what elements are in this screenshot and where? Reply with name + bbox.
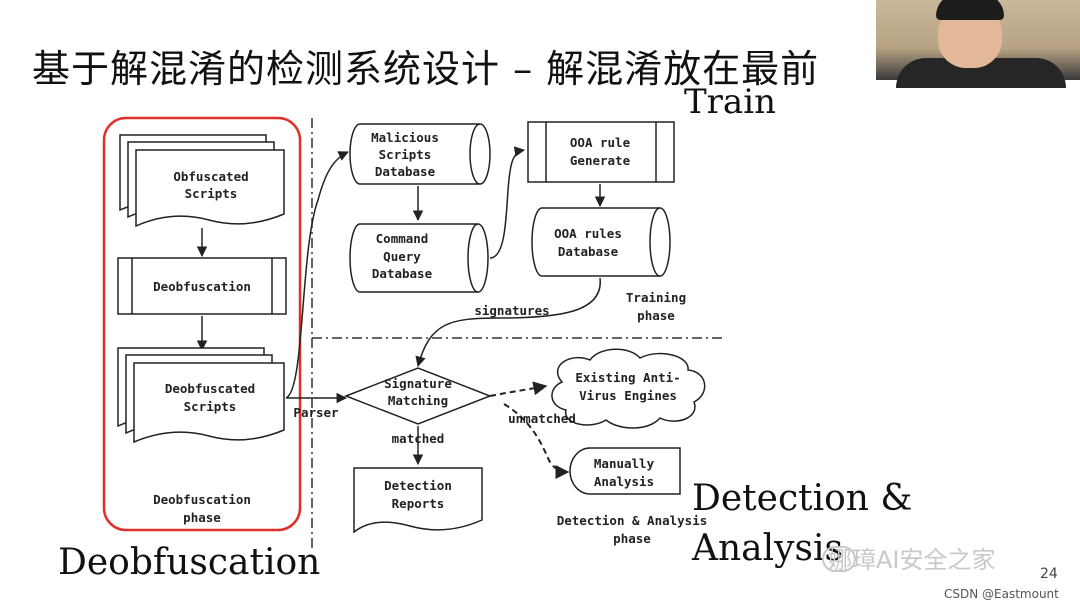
existing-antivirus-node: Existing Anti- Virus Engines [551, 348, 706, 429]
obfuscated-scripts-node: Obfuscated Scripts [119, 134, 285, 228]
watermark-text: 娜璋AI安全之家 [828, 546, 996, 574]
manually-analysis-node: Manually Analysis [569, 447, 681, 495]
detection-reports-line1: Detection [384, 478, 452, 493]
command-query-line3: Database [372, 266, 433, 281]
malicious-db-line2: Scripts [379, 147, 432, 162]
detection-reports-line2: Reports [392, 496, 445, 511]
deobfuscated-scripts-node: Deobfuscated Scripts [117, 347, 285, 444]
ooa-rules-db-line1: OOA rules [554, 226, 622, 241]
deobfuscation-process-node: Deobfuscation [117, 257, 287, 315]
edge-to-antivirus [489, 381, 548, 397]
deobfuscation-label-large: Deobfuscation [58, 542, 321, 583]
command-query-line2: Query [383, 249, 421, 264]
existing-av-line1: Existing Anti- [575, 370, 680, 385]
malicious-db-line3: Database [375, 164, 436, 179]
detection-phase-line1: Detection & Analysis [557, 513, 708, 528]
obfuscated-scripts-line1: Obfuscated [173, 169, 248, 184]
edge-to-malicious-db [285, 151, 349, 399]
edge-label-parser: Parser [293, 405, 339, 420]
ooa-generate-line1: OOA rule [570, 135, 631, 150]
source-credit: CSDN @Eastmount [944, 587, 1059, 601]
edge-signatures [415, 277, 601, 368]
signature-matching-line2: Matching [388, 393, 448, 408]
deobfuscated-scripts-line2: Scripts [184, 399, 237, 414]
wechat-icon [822, 546, 856, 572]
detection-label-line1: Detection & [692, 478, 913, 519]
deobfuscation-label: Deobfuscation [153, 279, 251, 294]
ooa-generate-line2: Generate [570, 153, 631, 168]
deobfuscation-phase-line1: Deobfuscation [153, 492, 251, 507]
existing-av-line2: Virus Engines [579, 388, 677, 403]
edge-label-matched: matched [392, 431, 445, 446]
command-query-line1: Command [376, 231, 429, 246]
ooa-rule-generate-node: OOA rule Generate [527, 121, 675, 183]
detection-label-line2: Analysis [692, 528, 843, 569]
train-label: Train [684, 82, 776, 122]
training-phase-line2: phase [637, 308, 675, 323]
malicious-scripts-database-node: Malicious Scripts Database [349, 123, 491, 185]
deobfuscation-highlight-box [102, 116, 302, 532]
signature-matching-line1: Signature [384, 376, 452, 391]
detection-reports-node: Detection Reports [353, 467, 483, 534]
signature-matching-node: Signature Matching [343, 367, 493, 425]
ooa-rules-db-line2: Database [558, 244, 619, 259]
detection-phase-line2: phase [613, 531, 651, 546]
page-number: 24 [1040, 566, 1058, 582]
edge-label-unmatched: unmatched [508, 411, 576, 426]
edge-label-signatures: signatures [474, 303, 549, 318]
malicious-db-line1: Malicious [371, 130, 439, 145]
webcam-overlay [876, 0, 1080, 88]
deobfuscation-phase-line2: phase [183, 510, 221, 525]
edge-unmatched [503, 403, 570, 479]
deobfuscated-scripts-line1: Deobfuscated [165, 381, 255, 396]
manually-analysis-line1: Manually [594, 456, 655, 471]
obfuscated-scripts-line2: Scripts [185, 186, 238, 201]
manually-analysis-line2: Analysis [594, 474, 654, 489]
command-query-database-node: Command Query Database [349, 223, 489, 293]
ooa-rules-database-node: OOA rules Database [531, 207, 671, 277]
edge-to-ooa-generate [489, 146, 526, 259]
slide-title: 基于解混淆的检测系统设计 – 解混淆放在最前 [32, 47, 820, 91]
training-phase-line1: Training [626, 290, 686, 305]
